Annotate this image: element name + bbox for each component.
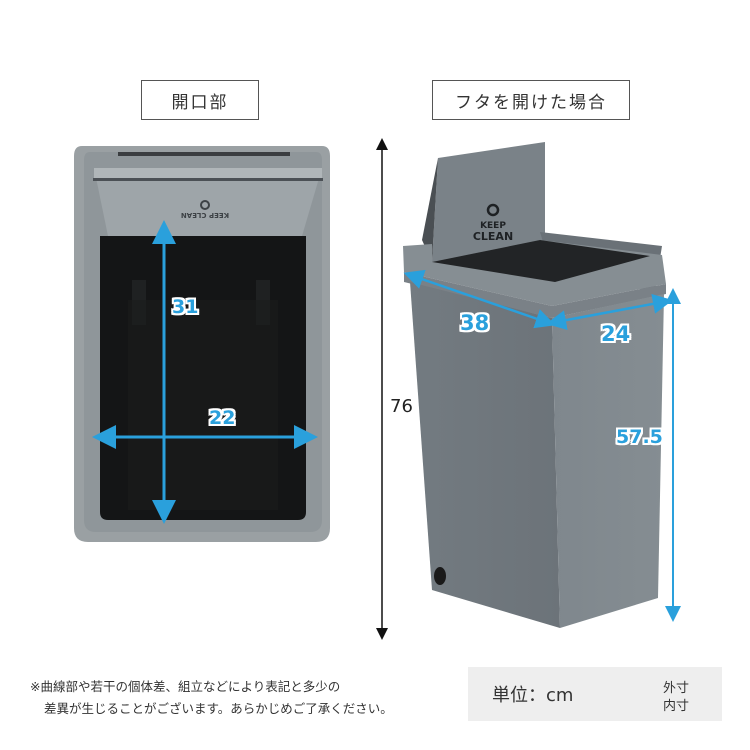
- svg-text:KEEP CLEAN: KEEP CLEAN: [181, 211, 229, 219]
- lid-open-panel-title: フタを開けた場合: [432, 80, 630, 120]
- disclaimer-note: ※曲線部や若干の個体差、組立などにより表記と多少の 差異が生じることがございます…: [30, 676, 393, 720]
- unit-legend: 単位：cm 外寸 内寸: [468, 667, 722, 721]
- outer-depth-arrow: [546, 294, 673, 330]
- note-line-2: 差異が生じることがございます。あらかじめご了承ください。: [44, 701, 393, 716]
- outer-width-arrow: [403, 269, 556, 329]
- total-height-label: 76: [390, 396, 413, 417]
- note-line-1: ※曲線部や若干の個体差、組立などにより表記と多少の: [30, 679, 341, 694]
- outer-depth-label: 24: [601, 322, 631, 346]
- inner-label: 内寸: [663, 699, 690, 714]
- outer-label: 外寸: [663, 681, 690, 696]
- inner-height-label: 57.5: [616, 426, 663, 448]
- opening-depth-label: 31: [172, 296, 199, 318]
- unit-label: 単位：cm: [492, 685, 574, 706]
- lid-text-clean: CLEAN: [473, 230, 513, 243]
- lid-text-keep: KEEP: [480, 221, 506, 231]
- opening-width-label: 22: [209, 407, 236, 429]
- recycle-icon: [200, 200, 210, 210]
- outer-width-label: 38: [460, 311, 490, 335]
- perspective-bin: [403, 142, 666, 628]
- recycle-icon: [486, 203, 500, 217]
- opening-panel-title: 開口部: [141, 80, 259, 120]
